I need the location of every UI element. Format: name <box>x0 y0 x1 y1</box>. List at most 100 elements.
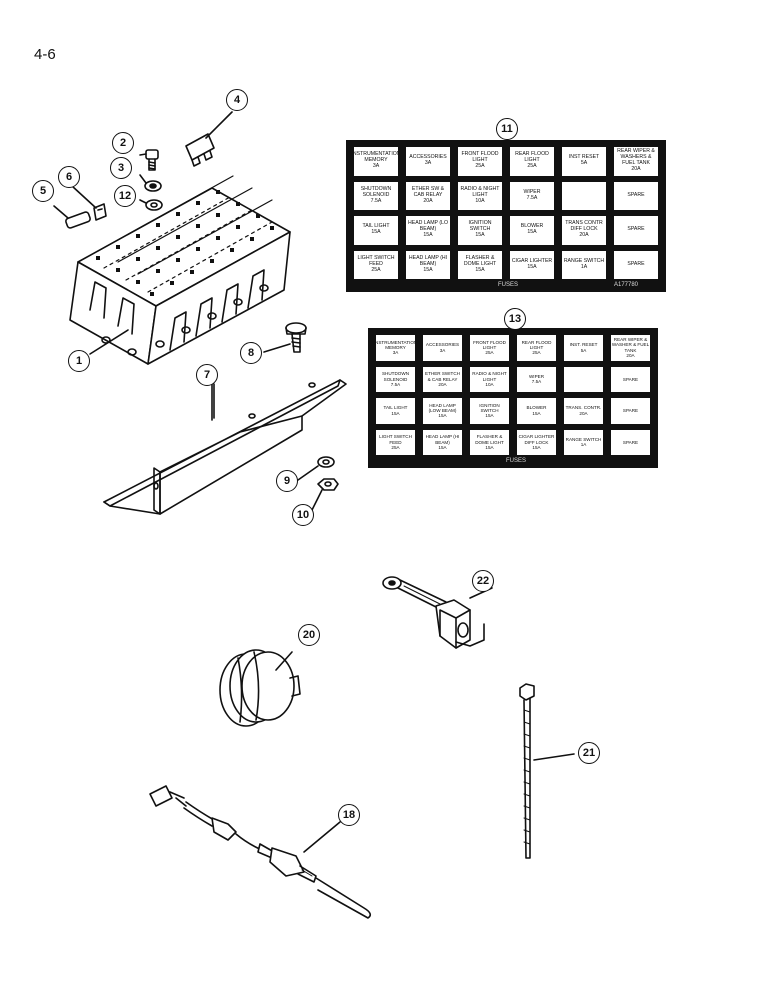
fuse-label: SPARE <box>622 439 639 445</box>
fuse-label: BLOWER <box>520 223 544 230</box>
screw-illustration <box>145 149 159 171</box>
fuse-label: HEAD LAMP (HI BEAM) <box>425 434 460 445</box>
fuse-rating: 20A <box>631 166 641 173</box>
fuse-cell: HEAD LAMP (LO BEAM)15A <box>406 216 450 245</box>
fuse-cell: TRANS. CONTR.20A <box>564 398 603 424</box>
fuse-rating: 25A <box>485 350 494 356</box>
fuse-label: INST. RESET <box>569 342 598 348</box>
fuse-label: INSTRUMENTATION MEMORY <box>376 339 415 351</box>
fuse-rating: 7.5A <box>370 197 382 204</box>
bolt-illustration <box>285 322 307 353</box>
fuse-label: LIGHT SWITCH FEED <box>379 434 412 445</box>
fuse-cell <box>562 181 606 210</box>
fuse-label: SHUTDOWN SOLENOID <box>360 185 392 198</box>
callout-21: 21 <box>578 742 600 764</box>
fuse-label: ETHER SW & CAB RELAY <box>411 185 445 198</box>
fuse-rating: 7.5A <box>526 194 538 201</box>
fuse-rating: 7.5A <box>390 381 401 387</box>
fuse-cell: SPARE <box>611 429 650 455</box>
fuse-rating: 20A <box>438 381 447 387</box>
fuse-rating: 25A <box>527 163 537 170</box>
blade-fuse-illustration <box>185 133 215 167</box>
sensor-illustration <box>149 785 372 919</box>
fuse-rating: 20A <box>579 232 589 239</box>
fuse-cell: SPARE <box>614 216 658 245</box>
callout-8: 8 <box>240 342 262 364</box>
fuse-rating: 3A <box>392 350 399 356</box>
fuse-rating: 25A <box>475 163 485 170</box>
fuse-rating: 15A <box>438 444 447 450</box>
fuse-rating: 20A <box>626 353 635 359</box>
clamp-illustration <box>382 576 485 649</box>
fuse-label: RANGE SWITCH <box>565 436 602 442</box>
fuse-label: LIGHT SWITCH FEED <box>357 254 395 267</box>
fuse-rating: 15A <box>475 232 485 239</box>
fuse-rating: 15A <box>423 232 433 239</box>
fuse-label: REAR WIPER & WASHER & FUEL TANK <box>611 337 650 353</box>
callout-20: 20 <box>298 624 320 646</box>
fuse-rating: 5A <box>580 347 587 353</box>
fuse-rating: 3A <box>372 163 380 170</box>
fuse-label: INSTRUMENTATION MEMORY <box>354 151 398 164</box>
fuse-label: SPARE <box>622 376 639 382</box>
fuse-panel-11-footer: FUSES <box>498 282 519 288</box>
fuse-rating: 10A <box>485 381 494 387</box>
callout-4: 4 <box>226 89 248 111</box>
fuse-rating: 25A <box>532 350 541 356</box>
callout-5: 5 <box>32 180 54 202</box>
fuse-label: TAIL LIGHT <box>383 405 408 411</box>
fuse-label: FLASHER & DOME LIGHT <box>463 254 497 267</box>
fuse-cell: HEAD LAMP (HI BEAM)15A <box>406 250 450 279</box>
callout-1: 1 <box>68 350 90 372</box>
fuse-label: SPARE <box>627 226 645 233</box>
fuse-panel-13-grid: INSTRUMENTATION MEMORY3AACCESSORIES3AFRO… <box>372 332 654 458</box>
fuse-label: ETHER SWITCH & CAB RELAY <box>425 371 460 382</box>
fuse-rating: 15A <box>475 266 485 273</box>
callout-22: 22 <box>472 570 494 592</box>
fuse-label: REAR FLOOD LIGHT <box>521 339 552 351</box>
fuse-label: CIGAR LIGHTER <box>511 257 553 264</box>
fuse-rating: 25A <box>371 266 381 273</box>
fuse-label: WIPER <box>523 188 541 195</box>
fuse-label: TRANS. CONTR. <box>565 405 602 411</box>
fuse-rating: 15A <box>485 413 494 419</box>
fuse-block-illustration <box>69 175 291 365</box>
fuse-rating: 1A <box>580 263 588 270</box>
fuse-label: RADIO & NIGHT LIGHT <box>460 185 500 198</box>
fuse-rating: 20A <box>423 197 433 204</box>
fuse-label: HEAD LAMP (HI BEAM) <box>408 254 448 267</box>
fuse-panel-13: INSTRUMENTATION MEMORY3AACCESSORIES3AFRO… <box>368 328 658 468</box>
fuse-cell <box>564 366 603 392</box>
fuse-label: REAR WIPER & WASHERS & FUEL TANK <box>617 148 655 167</box>
callout-11: 11 <box>496 118 518 140</box>
filter-illustration <box>219 649 301 727</box>
callout-18: 18 <box>338 804 360 826</box>
fuse-rating: 15A <box>391 410 400 416</box>
fuse-cell: HEAD LAMP (HI BEAM)15A <box>423 429 462 455</box>
fuse-rating: 15A <box>527 229 537 236</box>
callout-13: 13 <box>504 308 526 330</box>
fuse-label: FLASHER & DOME LIGHT <box>475 434 504 445</box>
fuse-cell: SPARE <box>614 181 658 210</box>
bracket-illustration <box>103 379 347 515</box>
cable-tie-illustration <box>519 683 535 859</box>
